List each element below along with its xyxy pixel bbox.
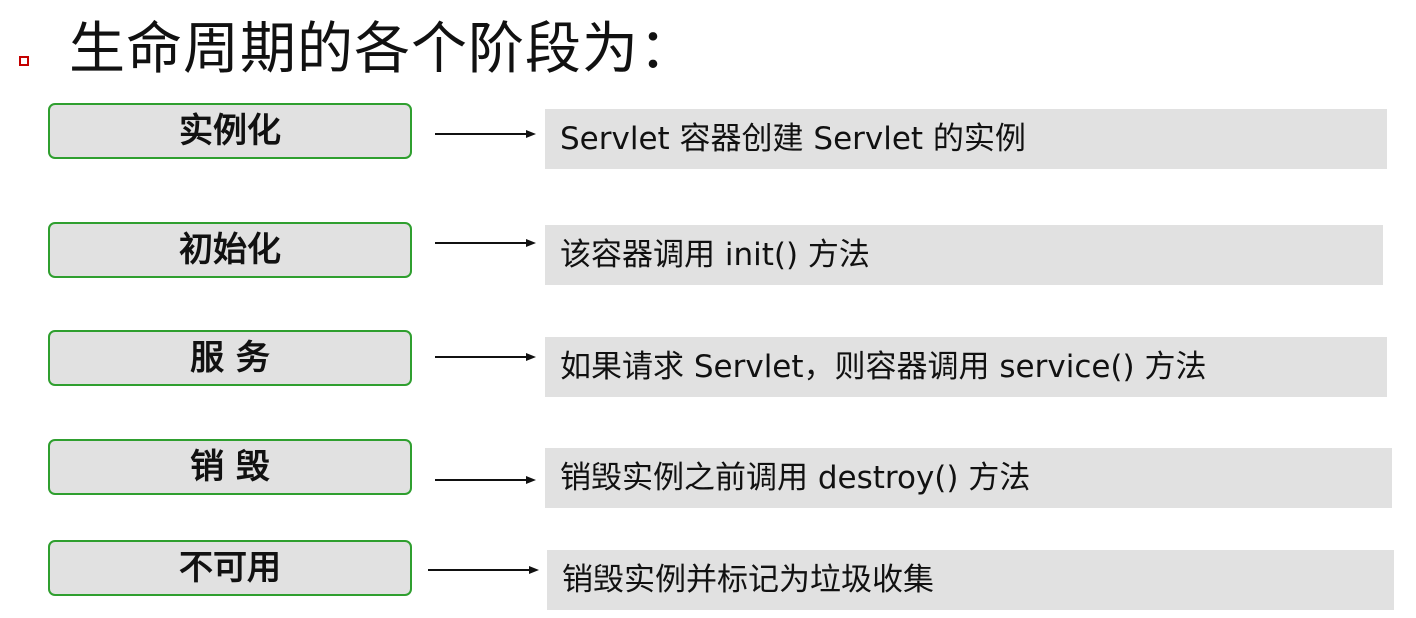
page-title: 生命周期的各个阶段为： <box>69 17 696 82</box>
stage-label-instantiation: 实例化 <box>48 103 412 159</box>
right-arrow-icon <box>435 349 537 365</box>
right-arrow-icon <box>435 126 537 142</box>
stage-label-service: 服 务 <box>48 330 412 386</box>
stage-description-destroy: 销毁实例之前调用 destroy() 方法 <box>545 448 1392 508</box>
stage-label-destroy: 销 毁 <box>48 439 412 495</box>
right-arrow-icon <box>428 562 540 578</box>
stage-description-instantiation: Servlet 容器创建 Servlet 的实例 <box>545 109 1387 169</box>
stage-description-unavailable: 销毁实例并标记为垃圾收集 <box>547 550 1394 610</box>
stage-description-service: 如果请求 Servlet，则容器调用 service() 方法 <box>545 337 1387 397</box>
square-bullet-icon <box>19 56 29 66</box>
right-arrow-icon <box>435 235 537 251</box>
right-arrow-icon <box>435 472 537 488</box>
stage-label-initialization: 初始化 <box>48 222 412 278</box>
stage-label-unavailable: 不可用 <box>48 540 412 596</box>
stage-description-initialization: 该容器调用 init() 方法 <box>545 225 1383 285</box>
